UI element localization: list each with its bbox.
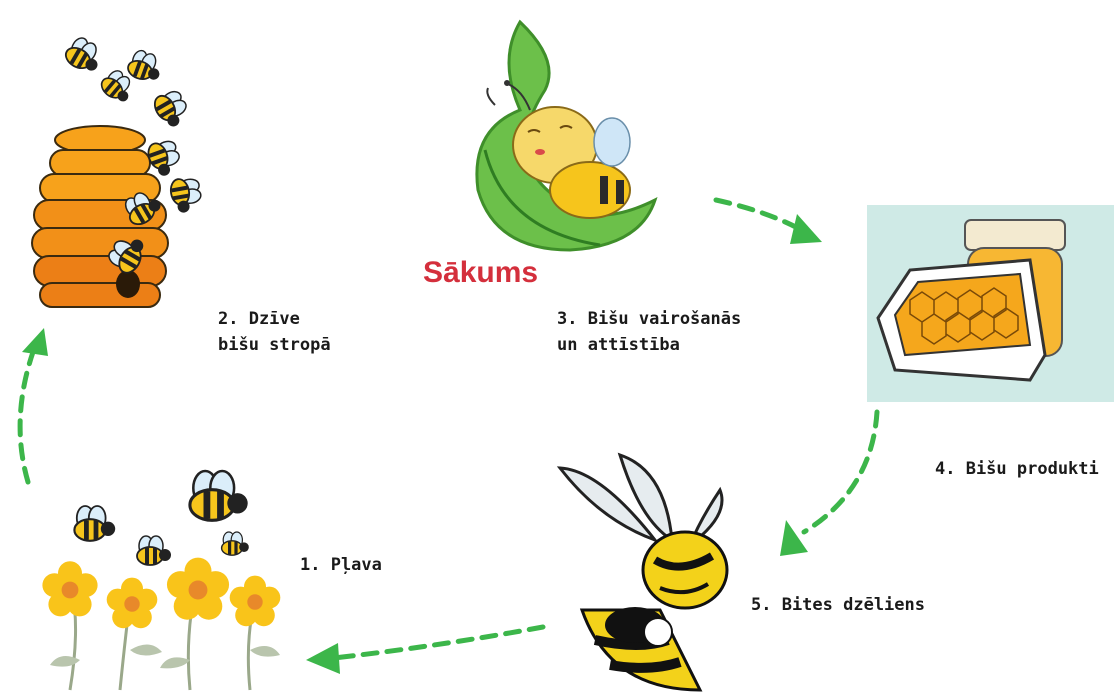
honey-products-icon (867, 205, 1114, 402)
stage-2-line2: bišu stropā (218, 332, 331, 358)
angry-hornet-icon (560, 455, 727, 690)
stage-1-label: 1. Pļava (300, 552, 382, 578)
start-label: Sākums (423, 256, 538, 290)
stage-5-label: 5. Bites dzēliens (751, 592, 925, 618)
stage-2-label: 2. Dzīve bišu stropā (218, 306, 331, 358)
stage-3-line2: un attīstība (557, 332, 741, 358)
arrowhead-5-to-1 (306, 643, 340, 674)
stage-2-line1: 2. Dzīve (218, 306, 331, 332)
arrow-4-to-5 (804, 412, 877, 532)
arrow-3-to-4 (716, 200, 805, 232)
arrow-1-to-2 (20, 352, 33, 482)
arrowhead-3-to-4 (790, 214, 822, 244)
meadow-icon (42, 471, 280, 690)
bee-baby-leaf-icon (477, 22, 655, 250)
arrowhead-1-to-2 (22, 328, 48, 356)
arrowhead-4-to-5 (780, 520, 808, 556)
stage-3-line1: 3. Bišu vairošanās (557, 306, 741, 332)
stage-3-label: 3. Bišu vairošanās un attīstība (557, 306, 741, 358)
arrow-5-to-1 (334, 627, 543, 658)
stage-4-label: 4. Bišu produkti (935, 456, 1099, 482)
